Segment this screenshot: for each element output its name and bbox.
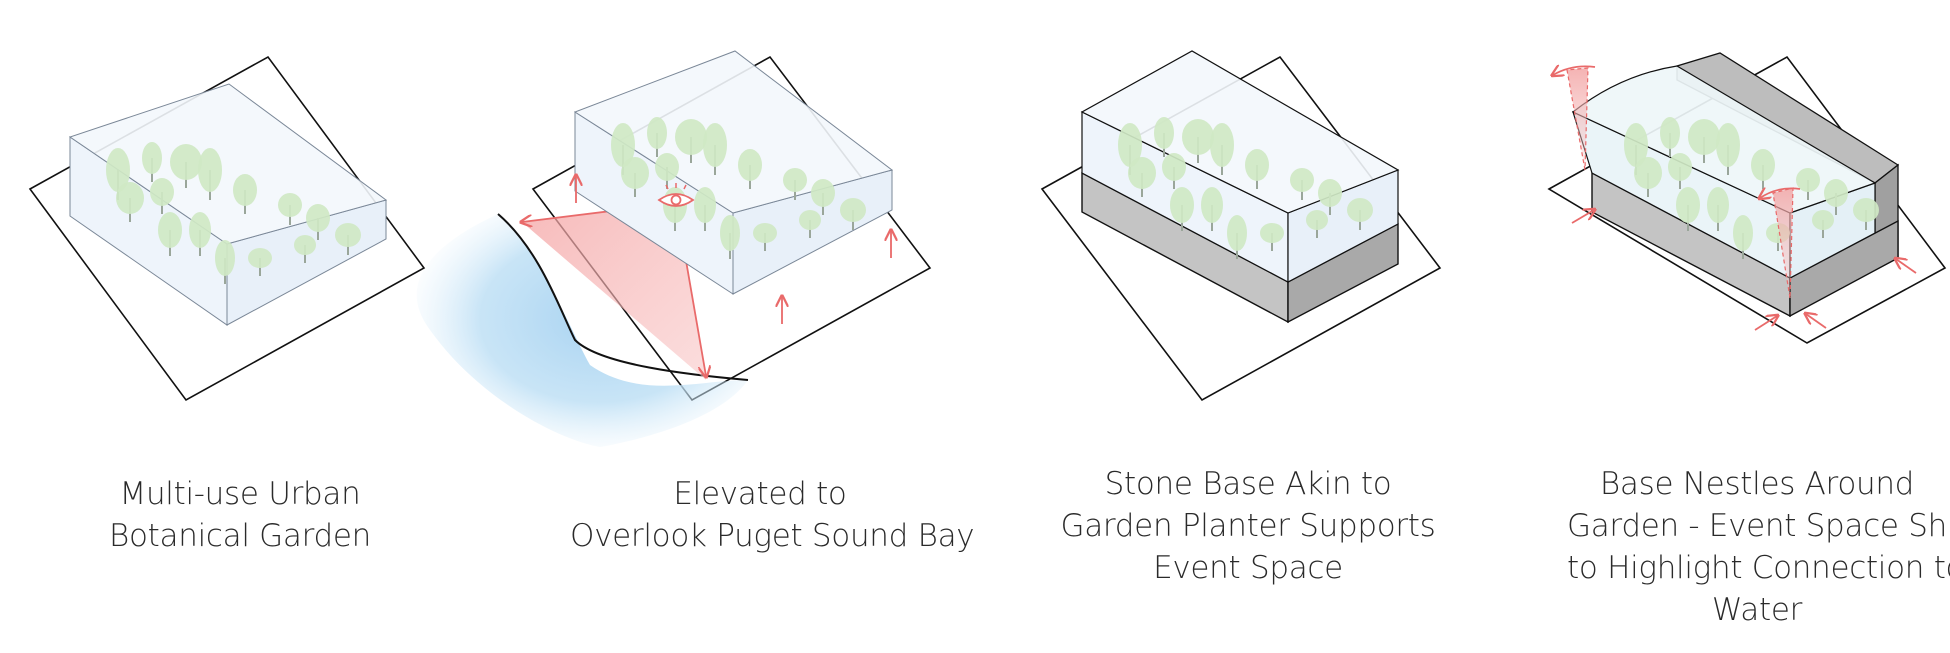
tree-icon <box>158 212 182 248</box>
panel-1-urban-garden <box>28 55 426 402</box>
tree-icon <box>799 210 821 230</box>
tree-icon <box>1154 117 1174 149</box>
tree-icon <box>1624 123 1648 167</box>
tree-icon <box>189 212 211 248</box>
tree-icon <box>1128 157 1156 189</box>
panel-2-caption: Elevated to Overlook Puget Sound Bay <box>570 476 975 554</box>
tree-icon <box>1812 210 1834 230</box>
view-cone <box>522 203 706 380</box>
view-fan <box>1772 187 1794 299</box>
tree-icon <box>1733 215 1753 251</box>
tree-icon <box>1668 153 1692 181</box>
tree-group <box>1118 117 1373 259</box>
tree-icon <box>1201 187 1223 223</box>
tree-icon <box>840 198 866 222</box>
panel-4-base-nestles <box>1547 52 1947 344</box>
tree-group <box>611 117 866 259</box>
tree-icon <box>198 148 222 192</box>
tree-icon <box>1716 123 1740 167</box>
tree-icon <box>1688 119 1720 155</box>
tree-icon <box>1676 187 1700 223</box>
shoreline <box>497 213 749 381</box>
tree-icon <box>1210 123 1234 167</box>
tree-icon <box>647 117 667 149</box>
tree-icon <box>783 168 807 192</box>
tree-icon <box>1290 168 1314 192</box>
tree-icon <box>611 123 635 167</box>
tree-icon <box>655 153 679 181</box>
tree-icon <box>738 149 762 181</box>
tree-icon <box>248 248 272 268</box>
tree-icon <box>675 119 707 155</box>
tree-group <box>1624 117 1879 259</box>
tree-icon <box>1707 187 1729 223</box>
tree-icon <box>170 144 202 180</box>
tree-icon <box>1118 123 1142 167</box>
tree-icon <box>116 182 144 214</box>
panel-3-caption: Stone Base Akin to Garden Planter Suppor… <box>1060 466 1436 586</box>
panel-3-stone-base <box>1040 50 1442 402</box>
tree-icon <box>1318 179 1342 207</box>
tree-icon <box>142 142 162 174</box>
tree-icon <box>1347 198 1373 222</box>
tree-icon <box>233 174 257 206</box>
tree-group <box>106 142 361 284</box>
panel-2-elevated-overlook <box>416 50 932 447</box>
view-fan <box>1566 67 1589 171</box>
tree-icon <box>1751 149 1775 181</box>
tree-icon <box>1162 153 1186 181</box>
tree-icon <box>1660 117 1680 149</box>
eye-icon <box>657 183 695 207</box>
tree-icon <box>621 157 649 189</box>
tree-icon <box>1245 149 1269 181</box>
shift-arrow-icon <box>1571 210 1917 331</box>
tree-icon <box>1170 187 1194 223</box>
tree-icon <box>1227 215 1247 251</box>
tree-icon <box>294 235 316 255</box>
panel-4-caption: Base Nestles Around Garden - Event Space… <box>1567 466 1950 628</box>
tree-icon <box>720 215 740 251</box>
tree-icon <box>1260 223 1284 243</box>
tree-icon <box>106 148 130 192</box>
tree-icon <box>278 193 302 217</box>
lift-arrow-icon <box>576 176 891 324</box>
tree-icon <box>215 240 235 276</box>
tree-icon <box>306 204 330 232</box>
panel-1-caption: Multi-use Urban Botanical Garden <box>109 476 371 554</box>
tree-icon <box>1182 119 1214 155</box>
tree-icon <box>1853 198 1879 222</box>
tree-icon <box>1796 168 1820 192</box>
tree-icon <box>811 179 835 207</box>
tree-icon <box>1824 179 1848 207</box>
tree-icon <box>694 187 716 223</box>
tree-icon <box>1306 210 1328 230</box>
water-body <box>416 214 748 447</box>
tree-icon <box>150 178 174 206</box>
tree-icon <box>703 123 727 167</box>
tree-icon <box>335 223 361 247</box>
tree-icon <box>753 223 777 243</box>
tree-icon <box>1634 157 1662 189</box>
